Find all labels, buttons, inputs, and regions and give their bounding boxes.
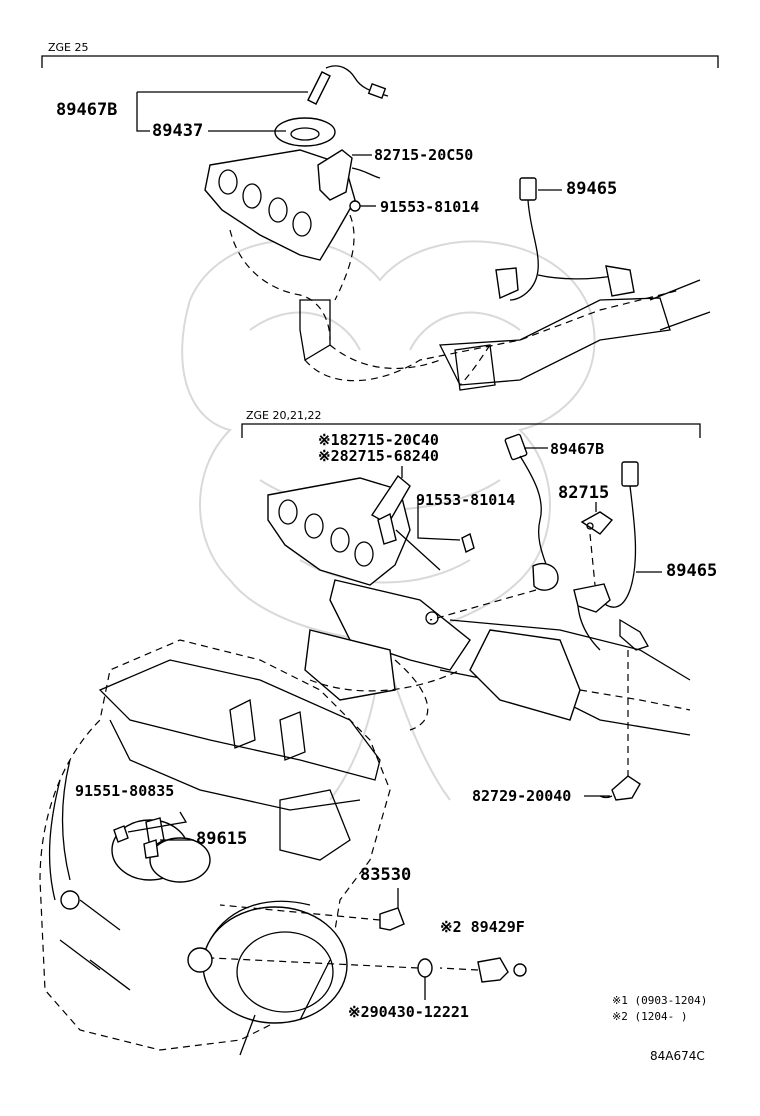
part-91553-81014-top[interactable]: 91553-81014 (380, 198, 480, 216)
section-bracket-zge20 (241, 423, 701, 438)
top-bracket-82715 (317, 149, 381, 201)
top-rear-oxygen-sensor (495, 177, 635, 301)
mid-bolt-91553 (461, 532, 475, 554)
part-82729-20040[interactable]: 82729-20040 (472, 787, 572, 805)
section-bracket-zge25 (41, 55, 719, 68)
top-exhaust-manifold (204, 149, 711, 391)
section-label-zge20: ZGE 20,21,22 (246, 409, 322, 422)
part-82715-68240[interactable]: ※282715-68240 (318, 447, 439, 465)
top-oxygen-sensor (307, 65, 389, 105)
bolt-91551 (113, 825, 129, 843)
part-89429f[interactable]: ※2 89429F (440, 918, 525, 936)
part-89467b-top[interactable]: 89467B (56, 100, 118, 120)
section-label-zge25: ZGE 25 (48, 41, 89, 54)
part-89467b-mid[interactable]: 89467B (550, 440, 605, 458)
sensor-89429f (439, 957, 527, 983)
figure-code: 84A674C (650, 1049, 705, 1063)
part-89465-top[interactable]: 89465 (566, 179, 618, 199)
part-83530[interactable]: 83530 (360, 865, 412, 885)
mid-clamp-82715 (580, 511, 614, 586)
mid-rear-oxygen-sensor-89465 (573, 461, 649, 780)
part-89465-mid[interactable]: 89465 (666, 561, 718, 581)
top-bolt-91553 (349, 200, 361, 212)
part-91551-80835[interactable]: 91551-80835 (75, 782, 175, 800)
washer-90430 (211, 957, 433, 1000)
footnote-2: ※2 (1204- ) (612, 1010, 688, 1023)
part-82715-20c40[interactable]: ※182715-20C40 (318, 431, 439, 449)
part-82715[interactable]: 82715 (558, 483, 610, 503)
knock-sensor-83530 (219, 904, 405, 931)
mid-bracket-82715 (370, 474, 441, 571)
footnote-1: ※1 (0903-1204) (612, 994, 708, 1007)
part-91553-81014-mid[interactable]: 91553-81014 (416, 491, 516, 509)
mid-oxygen-sensor-89467b (429, 433, 559, 621)
part-90430-12221[interactable]: ※290430-12221 (348, 1003, 469, 1021)
part-89615[interactable]: 89615 (196, 829, 248, 849)
top-gasket-89437 (274, 117, 336, 147)
mid-exhaust-manifold (267, 477, 691, 736)
leader-lines (127, 91, 662, 908)
part-82715-20c50[interactable]: 82715-20C50 (374, 146, 474, 164)
part-89437[interactable]: 89437 (152, 121, 204, 141)
